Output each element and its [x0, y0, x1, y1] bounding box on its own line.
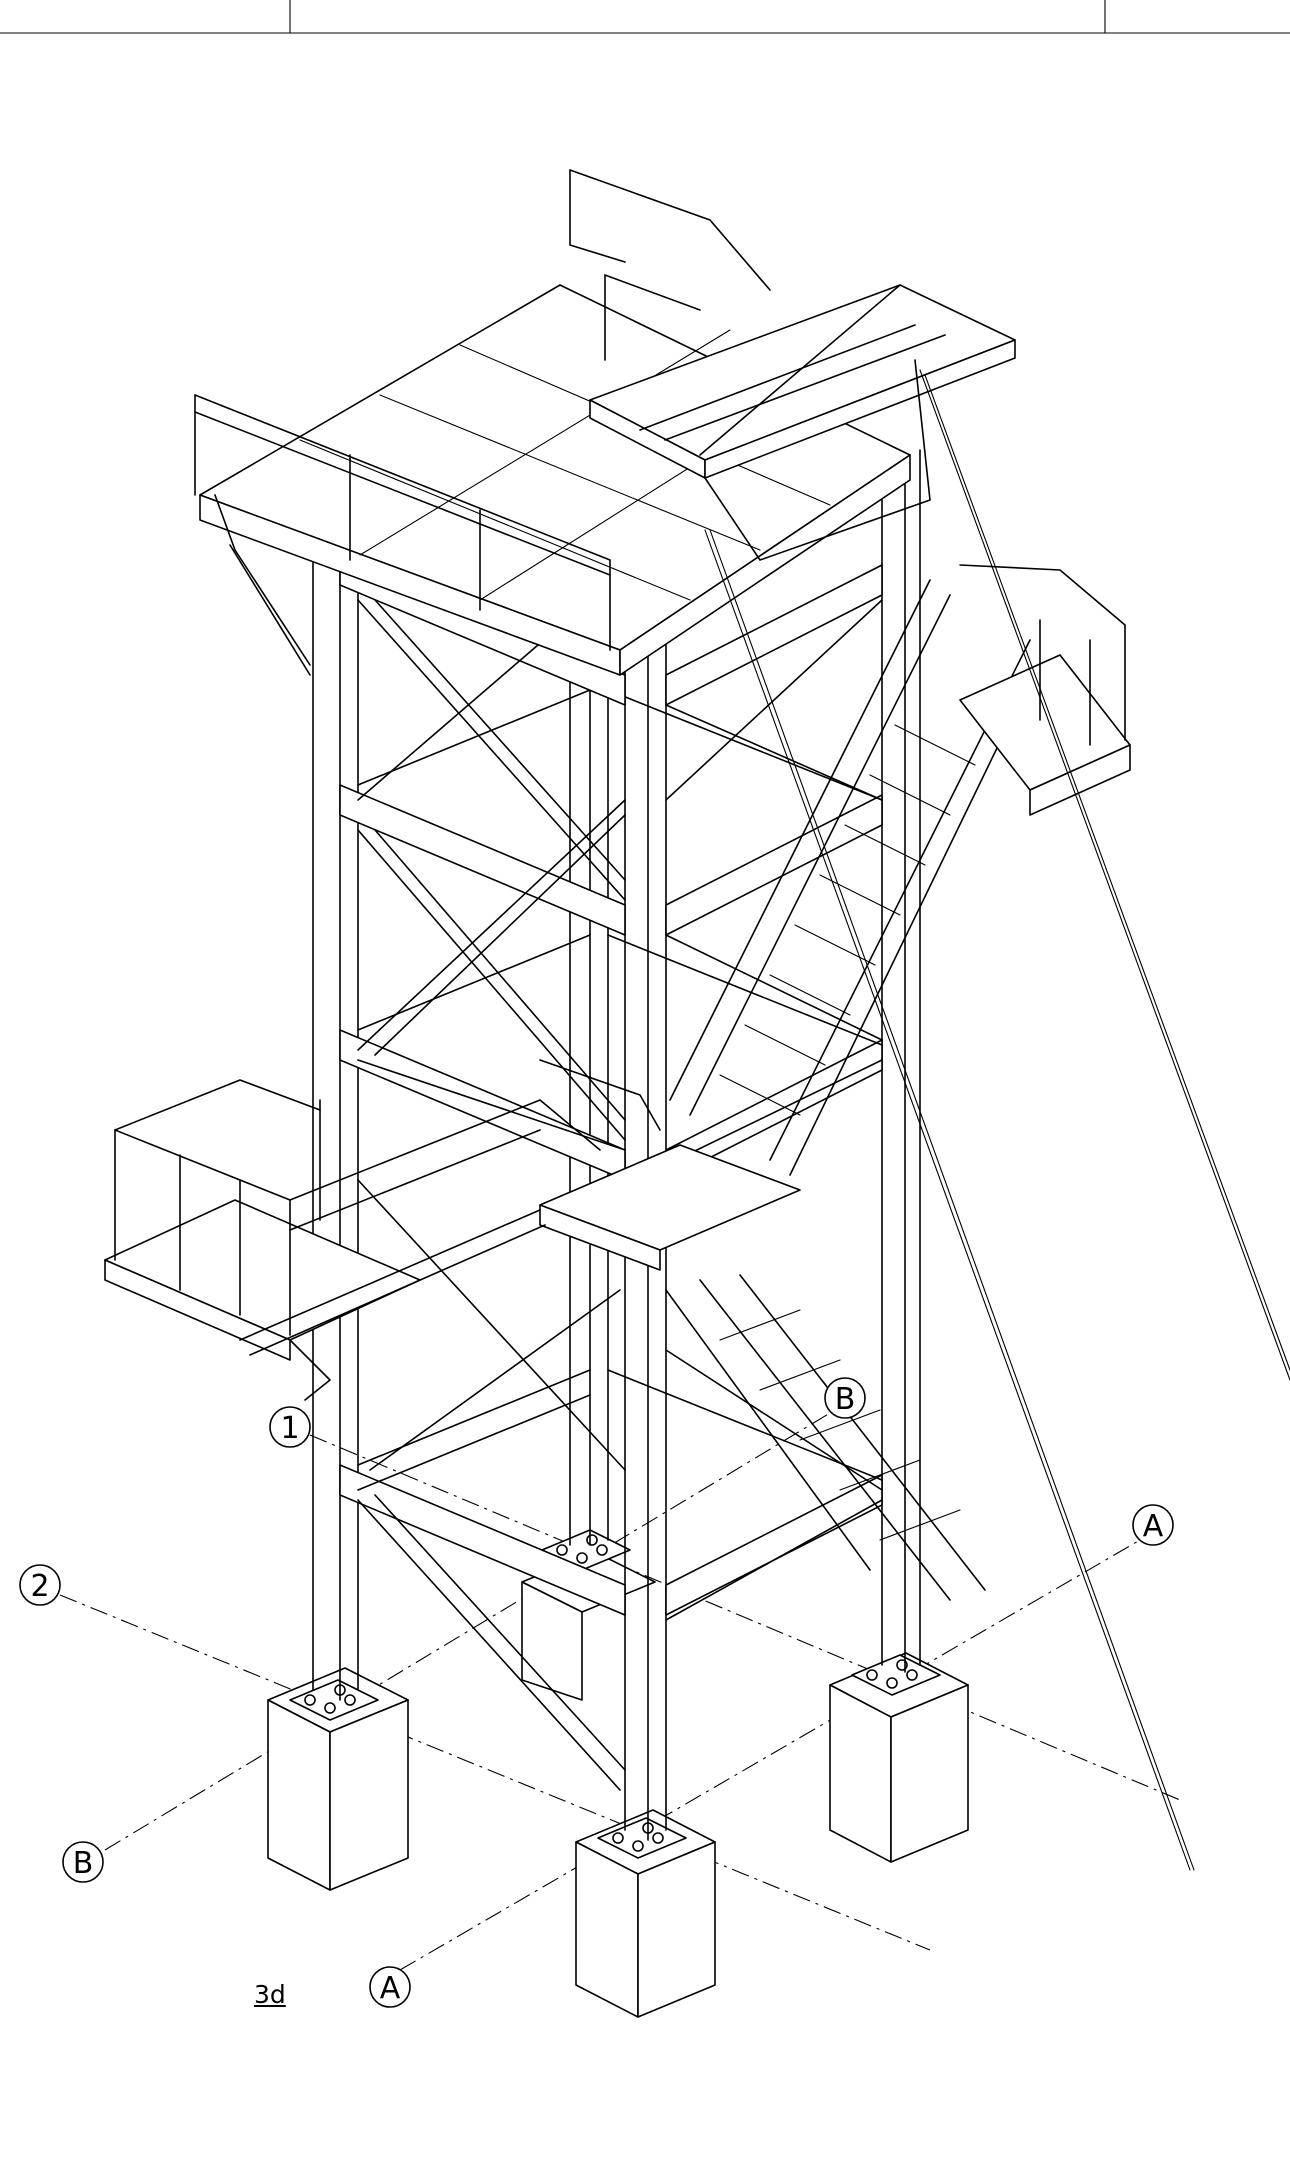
- left-platform: [104, 1079, 601, 1401]
- roof-frame: [589, 284, 1016, 561]
- beam-level-3: [339, 689, 883, 936]
- beams: [339, 554, 883, 1616]
- grid-line-B: [104, 1409, 836, 1851]
- beam-level-2: [339, 934, 883, 1181]
- svg-text:2: 2: [30, 1569, 49, 1604]
- grid-line-A-right: [399, 1539, 1141, 1971]
- beam-level-1: [339, 1369, 883, 1616]
- base-plates: [289, 1529, 941, 1859]
- grid-line-2: [59, 1594, 931, 1951]
- grid-bubble-A-bottom: A: [369, 1966, 411, 2008]
- grid-bubble-2: 2: [19, 1564, 61, 1606]
- grid-bubble-A-right: A: [1132, 1504, 1174, 1546]
- stairs-lower: [665, 1274, 986, 1601]
- svg-text:A: A: [380, 1971, 401, 2006]
- column-right: [881, 449, 921, 1673]
- top-handrails: [194, 169, 771, 651]
- base-plate-right: [851, 1654, 941, 1696]
- landing-mid: [539, 1059, 801, 1271]
- landing-right: [959, 564, 1131, 816]
- sheet-border-top: [0, 0, 1290, 34]
- footing-right: [829, 1652, 969, 1863]
- svg-text:B: B: [73, 1846, 94, 1881]
- footing-left: [267, 1667, 409, 1891]
- stairs-upper: [669, 579, 1031, 1176]
- view-label: 3d: [254, 1980, 286, 2009]
- guy-cable: [704, 369, 1290, 1871]
- svg-text:1: 1: [280, 1411, 299, 1446]
- grid-bubble-1: 1: [269, 1406, 311, 1448]
- grid-bubble-B-top: B: [824, 1377, 866, 1419]
- grid-bubble-B-left: B: [62, 1841, 104, 1883]
- grid-lines: [59, 1409, 1181, 1971]
- svg-text:B: B: [835, 1382, 856, 1417]
- svg-text:A: A: [1143, 1509, 1164, 1544]
- grid-line-1: [309, 1434, 1181, 1801]
- footings: [267, 1551, 969, 2018]
